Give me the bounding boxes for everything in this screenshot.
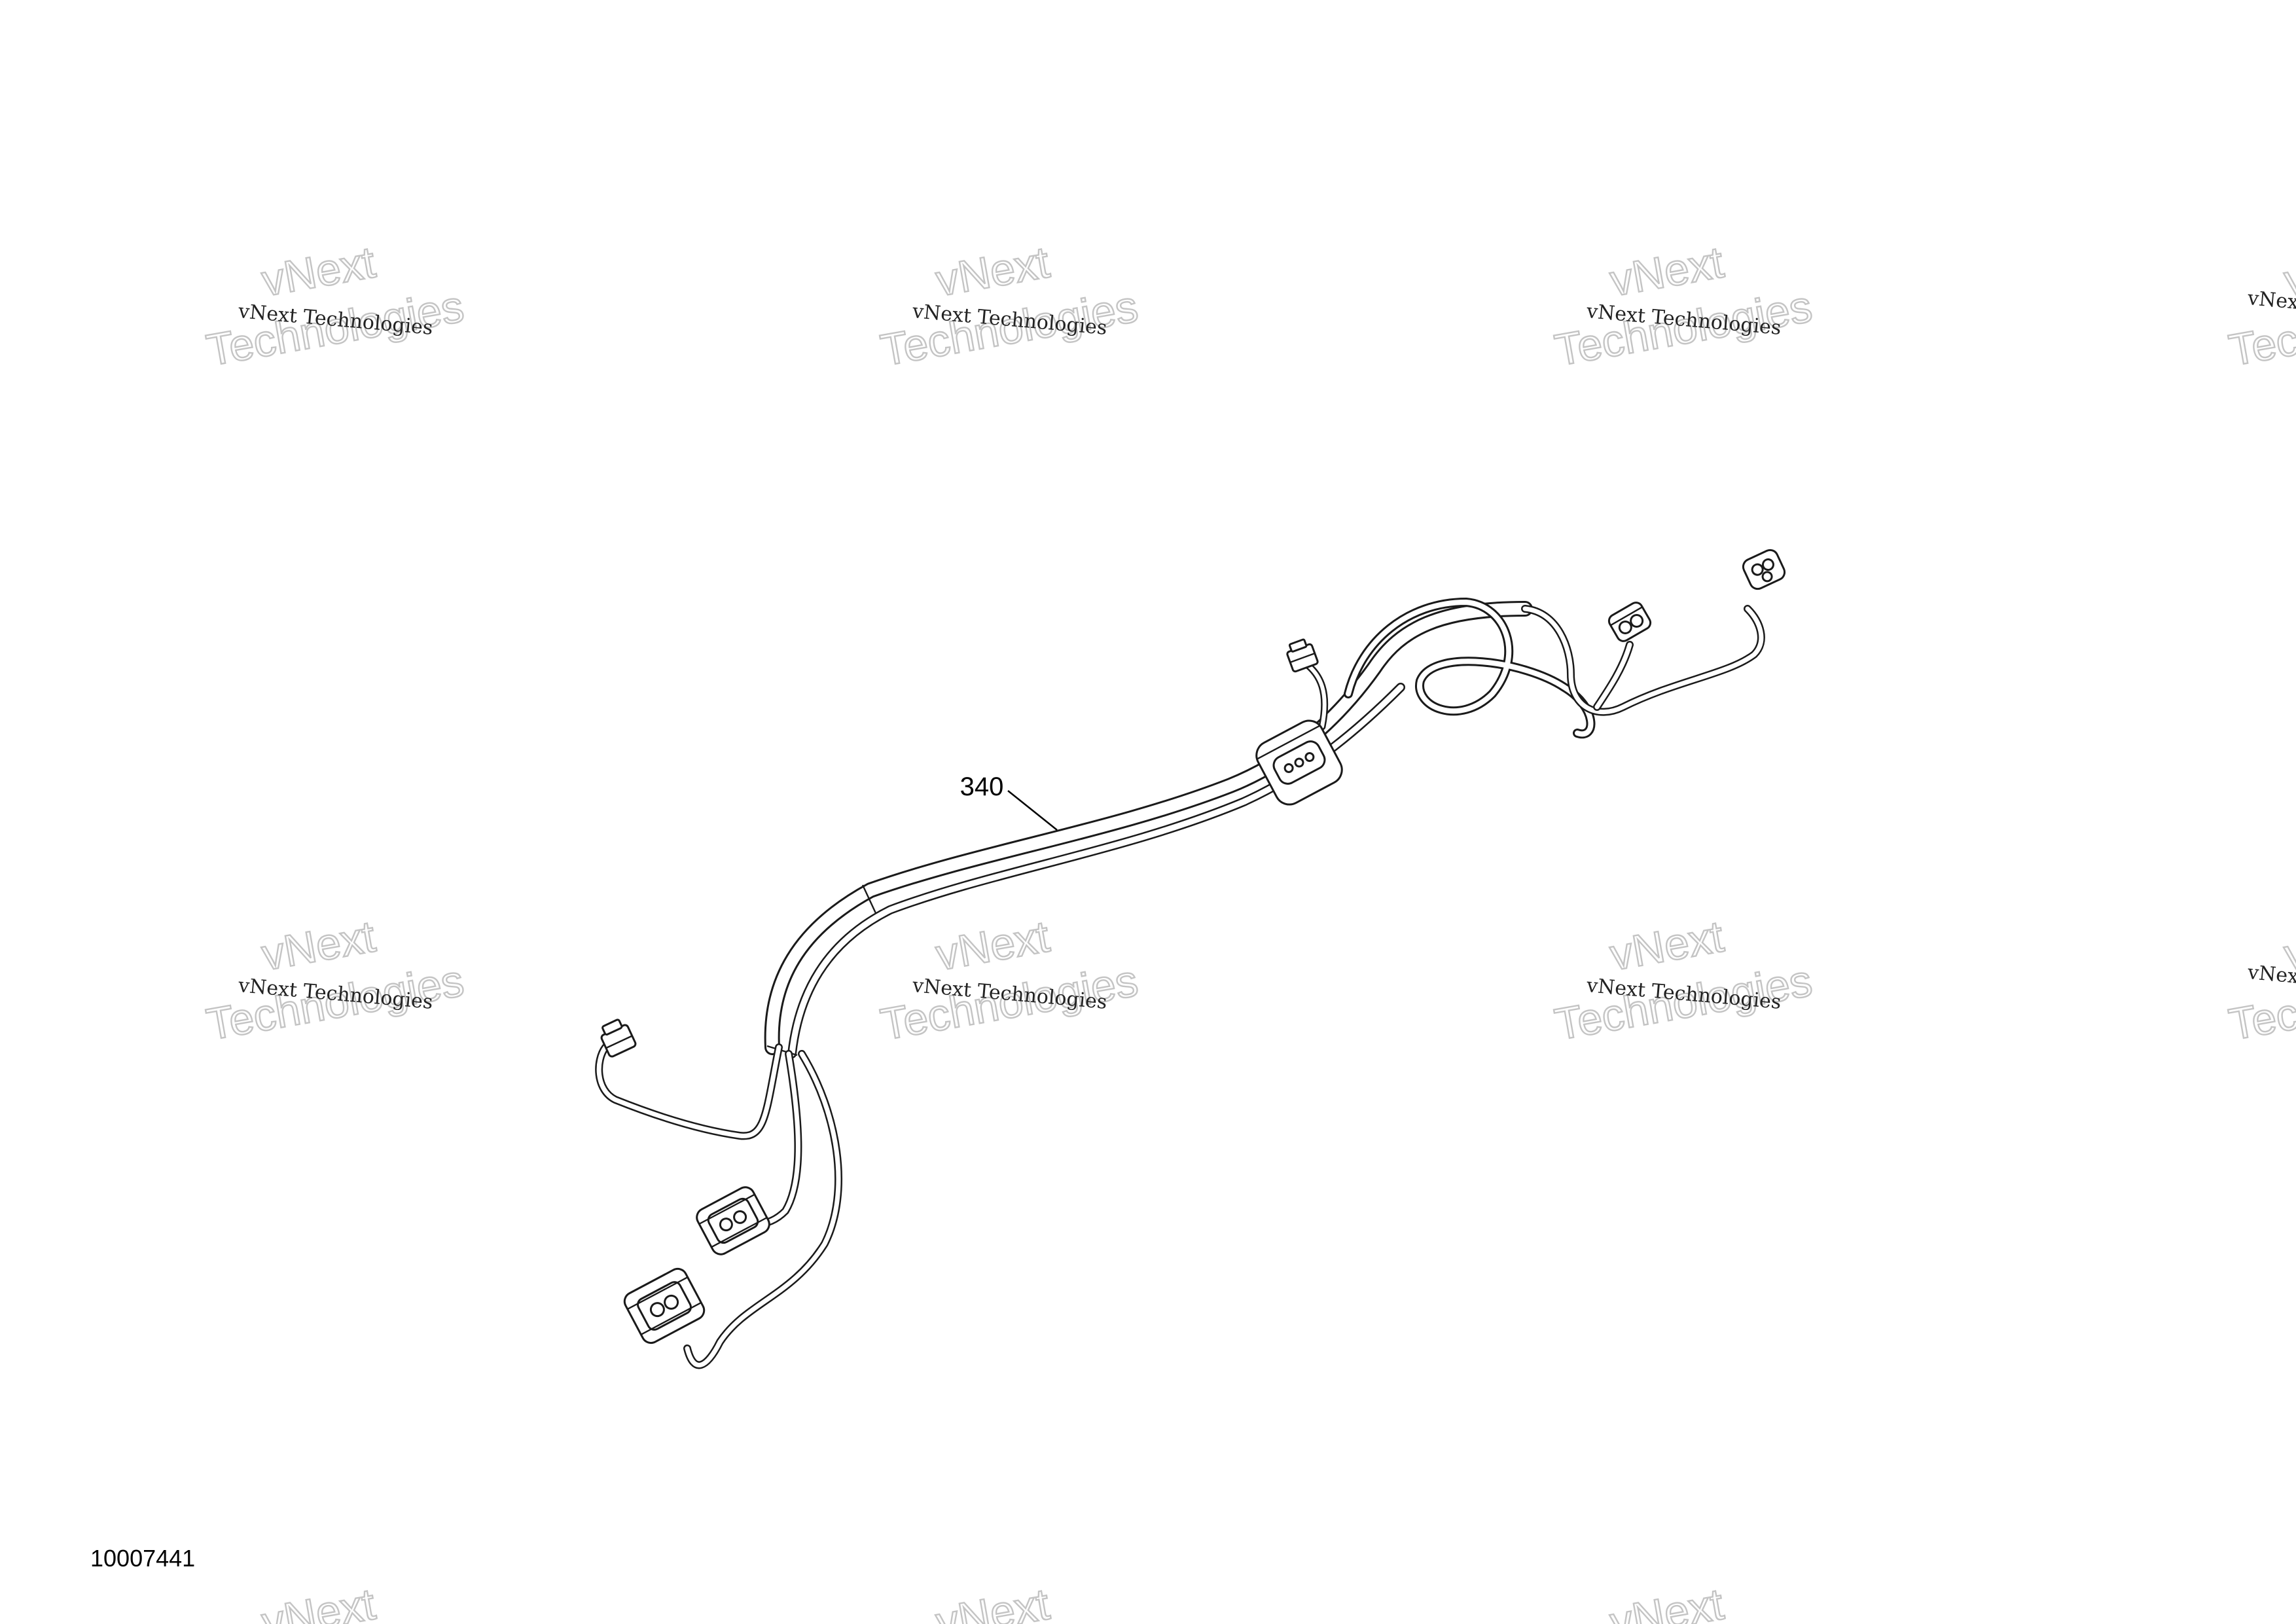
watermark: vNext xyxy=(257,1578,380,1624)
connector-far-right xyxy=(1742,549,1786,590)
wiring-harness xyxy=(595,549,1786,1369)
watermark: vNext Technologies xyxy=(876,236,1143,376)
svg-text:vNext: vNext xyxy=(932,1579,1052,1624)
watermark: vNext Technologies xyxy=(1551,236,1817,376)
watermark: vNext xyxy=(931,1578,1054,1624)
connector-small-top xyxy=(1286,638,1319,673)
svg-text:vNext: vNext xyxy=(932,237,1052,306)
connector-right-middle xyxy=(1607,602,1652,642)
svg-text:vNext: vNext xyxy=(932,911,1052,980)
watermark: vNext Technologies xyxy=(202,911,469,1051)
connector-lower-middle xyxy=(696,1186,770,1255)
callout-340: 340 xyxy=(960,772,1058,831)
svg-text:vNext: vNext xyxy=(1606,911,1727,980)
watermark: vNext Technologies xyxy=(202,236,469,376)
svg-text:vNext: vNext xyxy=(1606,237,1727,306)
connector-3pin-main xyxy=(1255,719,1343,806)
svg-text:vNext: vNext xyxy=(1606,1579,1727,1624)
svg-text:vNext: vNext xyxy=(258,237,378,306)
callout-label: 340 xyxy=(960,772,1004,801)
watermark: vNext Technologies xyxy=(876,911,1143,1051)
connector-lower-bottom xyxy=(623,1267,706,1344)
watermark: vNext xyxy=(1605,1578,1728,1624)
connector-left-small xyxy=(600,1019,637,1058)
sleeve-band xyxy=(861,884,877,914)
watermark: vNext Technologies xyxy=(1551,911,1817,1051)
harness-trunk xyxy=(764,601,1533,1055)
callout-leader-line xyxy=(1007,790,1058,831)
svg-text:vNext: vNext xyxy=(258,1579,378,1624)
figure-number: 10007441 xyxy=(90,1545,196,1572)
svg-text:vNext: vNext xyxy=(258,911,378,980)
watermark-group: vNext Technologies vNext Technologies vN… xyxy=(202,236,2296,1624)
